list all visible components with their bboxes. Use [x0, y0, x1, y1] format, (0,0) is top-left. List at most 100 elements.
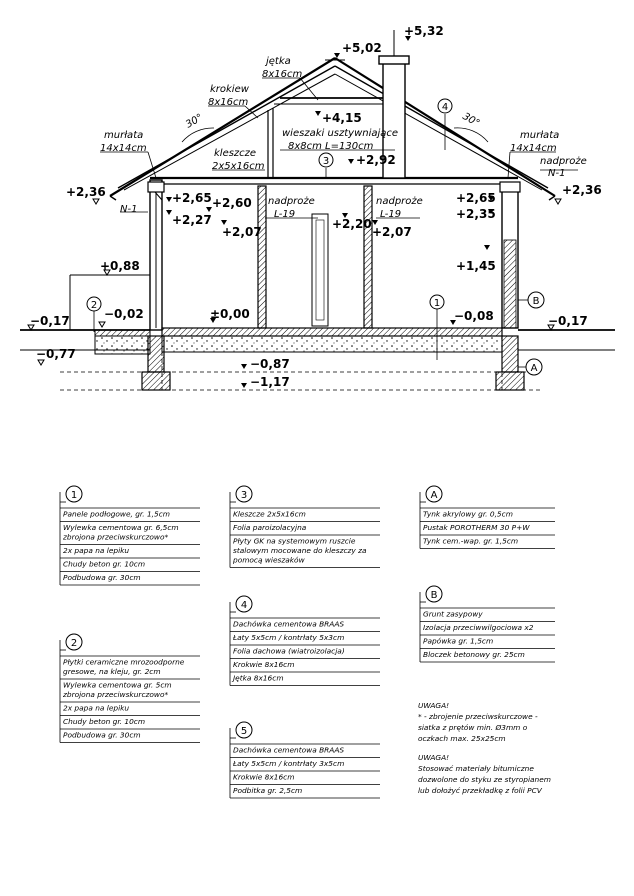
legend-marker-circle — [235, 485, 253, 503]
legend-row-text: Jętka 8x16cm — [231, 674, 284, 683]
legend-marker-id: 2 — [71, 638, 77, 649]
elev-minus-077: −0,77 — [36, 347, 76, 361]
legend-row-text: Grunt zasypowy — [423, 610, 483, 619]
label-murlata-left: murłata — [104, 130, 143, 141]
elev-220: +2,20 — [332, 217, 372, 231]
note2-line2: dozwolone do styku ze styropianem — [418, 775, 551, 784]
lean-concrete — [161, 335, 503, 353]
elev-260: +2,60 — [212, 196, 252, 210]
legend-marker-id: 3 — [241, 490, 247, 501]
label-krokiew: krokiew — [210, 84, 250, 95]
label-nadproze-center: nadproże — [376, 196, 423, 207]
legend-row-text: Folia paroizolacyjna — [233, 523, 307, 532]
right-footing — [495, 371, 525, 391]
legend-row-text: Panele podłogowe, gr. 1,5cm — [63, 510, 170, 519]
elev-minus-008: −0,08 — [454, 309, 494, 323]
legend-row-text: Łaty 5x5cm / kontrłaty 3x5cm — [232, 759, 344, 768]
legend-row-text: Papówka gr. 1,5cm — [423, 637, 493, 646]
legend-row-text: Łaty 5x5cm / kontrłaty 5x3cm — [232, 633, 344, 642]
legend-row-text: Podbudowa gr. 30cm — [63, 573, 141, 582]
left-footing — [141, 371, 171, 391]
marker-b: B — [533, 296, 540, 307]
elev-235: +2,35 — [456, 207, 496, 221]
legend-row-text: 2x papa na lepiku — [63, 546, 129, 555]
elev-minus-002: −0,02 — [104, 307, 144, 321]
marker-a: A — [531, 363, 538, 374]
legend-row-text: Kleszcze 2x5x16cm — [233, 510, 306, 519]
inner-wall-left — [257, 185, 267, 329]
legend-marker-id: 4 — [241, 600, 247, 611]
legend-row-text: Chudy beton gr. 10cm — [63, 560, 145, 569]
elev-236-left: +2,36 — [66, 185, 106, 199]
floor-and-ground — [20, 274, 615, 391]
legend-marker-circle — [65, 633, 83, 651]
legend-row-text: Podbitka gr. 2,5cm — [233, 786, 302, 795]
legend-row-text: zbrojona przeciwskurczowo* — [62, 533, 168, 542]
legend-row-text: Bloczek betonowy gr. 25cm — [423, 650, 525, 659]
legend-row-text: Tynk cem.-wap. gr. 1,5cm — [423, 537, 518, 546]
label-murlata-right: murłata — [520, 130, 559, 141]
note1-title: UWAGA! — [418, 701, 449, 710]
note2-line1: Stosować materiały bitumiczne — [418, 764, 534, 773]
label-kleszcze-size: 2x5x16cm — [212, 161, 265, 172]
section-circle-markers: 2 1 3 4 B A — [86, 98, 545, 376]
notes: UWAGA! * - zbrojenie przeciwskurczowe - … — [418, 701, 551, 795]
elev-227: +2,27 — [172, 213, 212, 227]
label-nadproze-center-type: L-19 — [380, 209, 401, 220]
legend-row-text: Tynk akrylowy gr. 0,5cm — [423, 510, 513, 519]
legend-row-text: Folia dachowa (wiatroizolacja) — [233, 647, 345, 656]
legend-marker-circle — [425, 585, 443, 603]
label-murlata-left-size: 14x14cm — [100, 143, 147, 154]
left-rafter — [109, 57, 336, 197]
legend-row-text: gresowe, na kleju, gr. 2cm — [63, 667, 161, 676]
elev-265-left: +2,65 — [172, 191, 212, 205]
legend-row-text: pomocą wieszaków — [232, 556, 306, 565]
elev-minus-087: −0,87 — [250, 357, 290, 371]
legend-row-text: Pustak POROTHERM 30 P+W — [423, 523, 530, 532]
legend-row-text: Krokwie 8x16cm — [233, 773, 294, 782]
walls — [147, 179, 521, 331]
label-angle-right: 30° — [461, 111, 482, 129]
label-nadproze-right-type: N-1 — [548, 168, 565, 179]
label-nadproze-left-type: L-19 — [274, 209, 295, 220]
elev-ridge: +5,02 — [342, 41, 382, 55]
legend-row-text: Wylewka cementowa gr. 5cm — [63, 681, 172, 690]
note1-line3: oczkach max. 25x25cm — [418, 734, 506, 743]
elev-207-left: +2,07 — [222, 225, 262, 239]
note2-title: UWAGA! — [418, 753, 449, 762]
legend-row-text: Płytki ceramiczne mrozoodporne — [63, 658, 185, 667]
note1-line2: siatka z prętów min. Ø3mm o — [418, 723, 528, 732]
legend-row-text: Płyty GK na systemowym ruszcie — [233, 537, 356, 546]
legend-marker-id: 5 — [241, 726, 247, 737]
floor-slab — [161, 327, 503, 337]
elev-chimney: +5,32 — [404, 24, 444, 38]
elev-292: +2,92 — [356, 153, 396, 167]
legend-row-text: 2x papa na lepiku — [63, 704, 129, 713]
label-nadproze-right: nadproże — [540, 156, 587, 167]
legend-row-text: Wylewka cementowa gr. 6,5cm — [63, 523, 179, 532]
legend-row-text: zbrojona przeciwskurczowo* — [62, 690, 168, 699]
elev-minus-017-left: −0,17 — [30, 314, 70, 328]
label-wieszaki: wieszaki usztywniające — [282, 128, 398, 139]
elevation-triangles — [27, 36, 562, 388]
label-wieszaki-size: 8x8cm L=130cm — [288, 141, 374, 152]
label-kleszcze: kleszcze — [214, 148, 256, 159]
note2-line3: lub dołożyć przekładkę z folii PCV — [418, 786, 543, 795]
elev-415: +4,15 — [322, 111, 362, 125]
label-krokiew-size: 8x16cm — [208, 97, 249, 108]
legend-row-text: Dachówka cementowa BRAAS — [233, 620, 344, 629]
elev-236-right: +2,36 — [562, 183, 602, 197]
note1-line1: * - zbrojenie przeciwskurczowe - — [418, 712, 538, 721]
legend-marker-id: 1 — [71, 490, 77, 501]
legend-marker-circle — [65, 485, 83, 503]
label-nadproze-left: nadproże — [268, 196, 315, 207]
elev-088: +0,88 — [100, 259, 140, 273]
elev-zero: ±0,00 — [210, 307, 250, 321]
